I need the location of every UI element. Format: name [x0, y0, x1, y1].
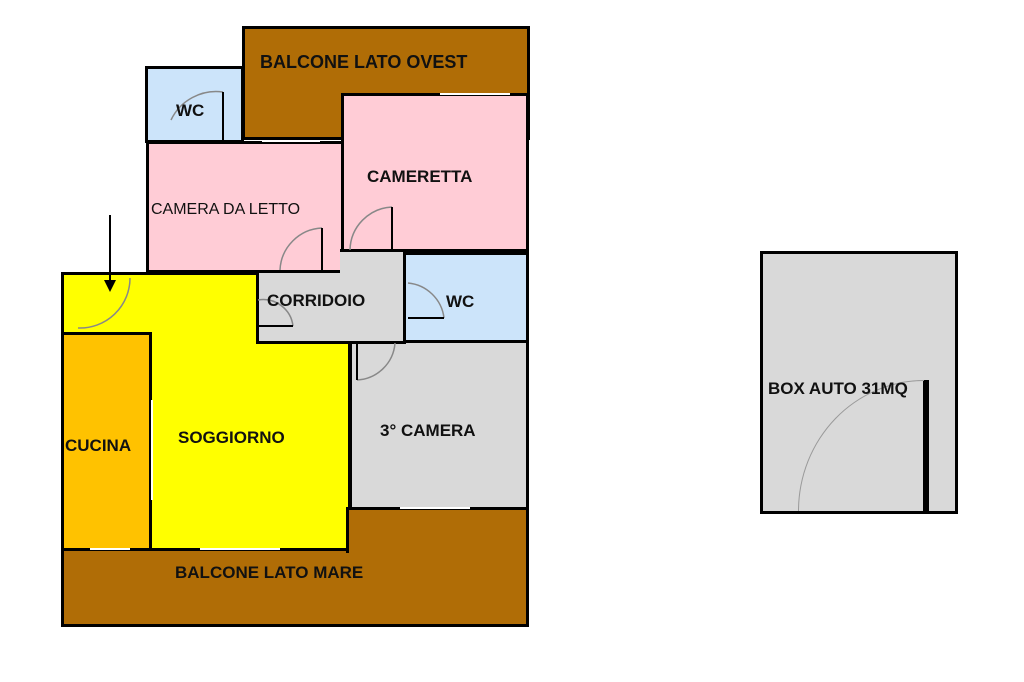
room-corridoio — [256, 270, 346, 344]
door-arc-wc-top — [170, 90, 224, 121]
room-wc-top — [145, 66, 244, 143]
room-cameretta — [341, 93, 529, 252]
room-terza-camera — [349, 340, 529, 510]
garage-door-panel — [923, 380, 929, 512]
door-arc-terza — [356, 342, 396, 381]
room-balcone-mare-ext — [346, 507, 529, 553]
room-camera-da-letto — [146, 141, 345, 273]
door-arc-corridoio — [257, 298, 294, 327]
label-cameretta: CAMERETTA — [367, 167, 473, 186]
door-arc-wc-right — [407, 282, 445, 319]
label-balcone-mare: BALCONE LATO MARE — [175, 563, 364, 582]
door-arc-cameretta — [349, 206, 393, 251]
door-arc-entrance — [77, 277, 131, 329]
label-soggiorno: SOGGIORNO — [178, 428, 285, 447]
label-cucina: CUCINA — [65, 436, 132, 455]
room-wc-right — [403, 252, 529, 343]
room-balcone-mare — [61, 548, 529, 627]
door-arc-camera — [279, 227, 323, 271]
label-balcone-ovest: BALCONE LATO OVEST — [260, 52, 468, 72]
label-terza-camera: 3° CAMERA — [380, 421, 476, 440]
label-wc-right: WC — [446, 292, 475, 311]
label-box-auto: BOX AUTO 31MQ — [768, 379, 908, 398]
label-wc-top: WC — [176, 101, 205, 120]
label-corridoio: CORRIDOIO — [267, 291, 366, 310]
balcone-fill — [349, 548, 526, 554]
room-cucina — [61, 332, 152, 551]
label-camera-da-letto: CAMERA DA LETTO — [151, 201, 301, 218]
